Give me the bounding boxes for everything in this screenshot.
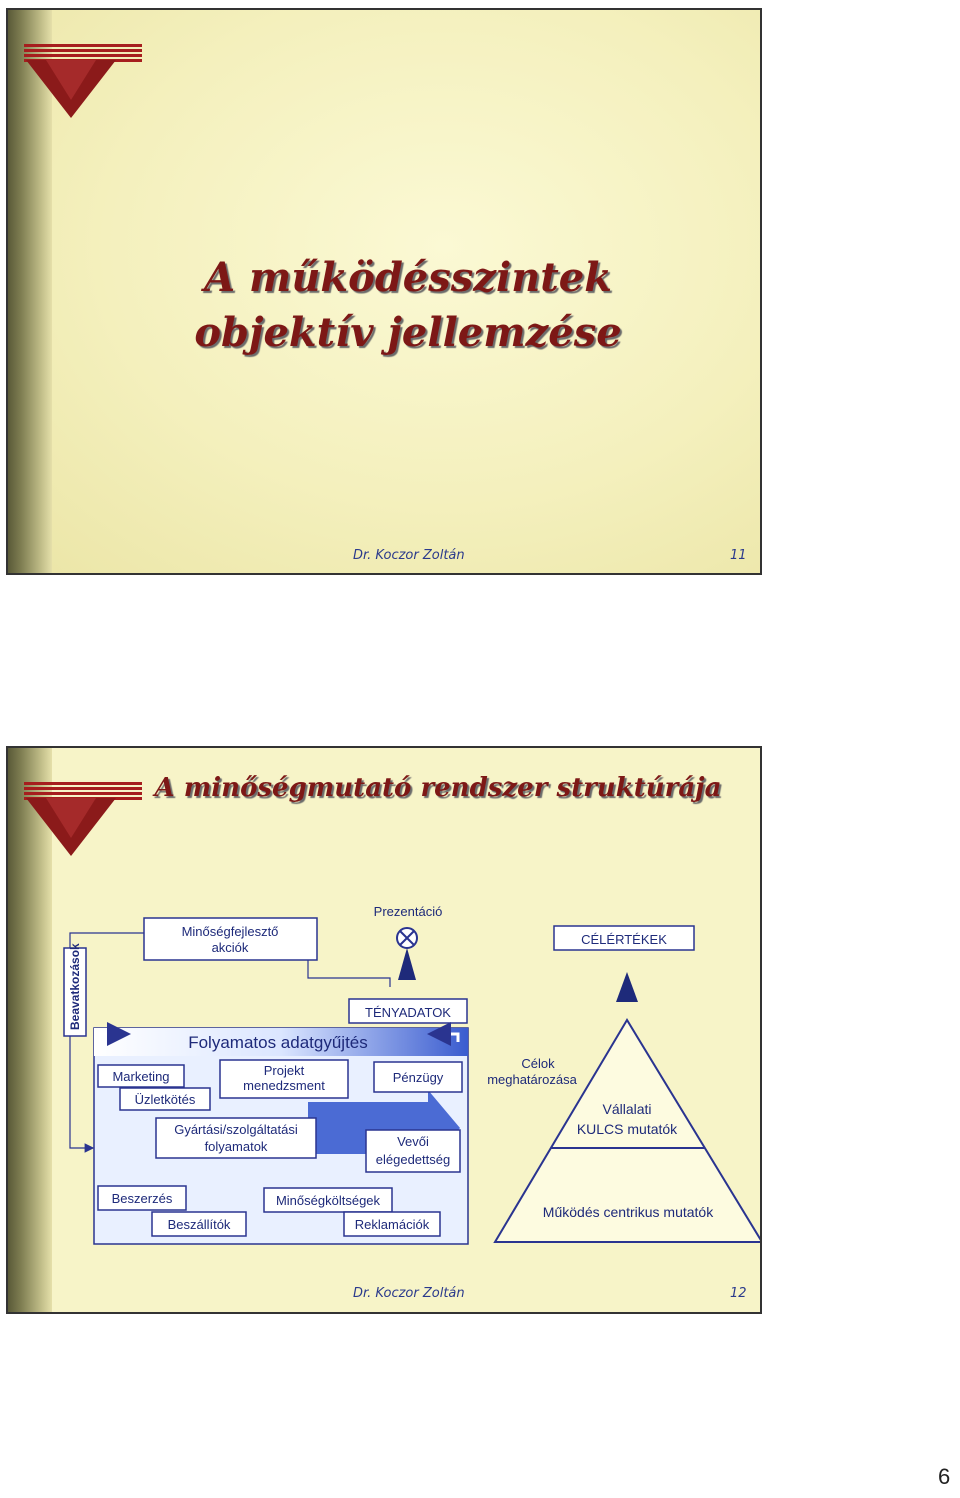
- celertekek-box: [553, 925, 695, 951]
- slide-12: A minőségmutató rendszer struktúrája Bea…: [6, 746, 762, 1314]
- celertekek-arrow-icon: [616, 972, 638, 1002]
- celertekek-label: CÉLÉRTÉKEK: [581, 932, 667, 947]
- reklamaciok-label: Reklamációk: [355, 1217, 430, 1232]
- marketing-box: [97, 1064, 185, 1088]
- beszallitok-box: [151, 1211, 247, 1237]
- beszerzes-box: [97, 1185, 187, 1211]
- page-number: 6: [938, 1464, 951, 1489]
- slide-number: 11: [730, 548, 747, 563]
- kpi-pyramid: [493, 1018, 760, 1243]
- slide-title: A működésszintek objektív jellemzése: [128, 250, 688, 360]
- minosegfejleszto-line1: Minőségfejlesztő: [182, 924, 279, 939]
- celok-line1: Célok: [521, 1056, 555, 1071]
- gyartasi-line1: Gyártási/szolgáltatási: [174, 1122, 298, 1137]
- vallalati-line2: KULCS mutatók: [577, 1121, 678, 1137]
- slide-title-line2: objektív jellemzése: [194, 309, 622, 356]
- uzletkotes-label: Üzletkötés: [135, 1092, 196, 1107]
- marketing-label: Marketing: [112, 1069, 169, 1084]
- side-stripe: [8, 10, 52, 573]
- celok-line2: meghatározása: [487, 1072, 577, 1087]
- reklamaciok-box: [343, 1211, 441, 1237]
- structure-diagram: Beavatkozások Minőségfejlesztő akciók Pr…: [63, 904, 760, 1245]
- beszerzes-label: Beszerzés: [112, 1191, 173, 1206]
- projekt-box: [219, 1059, 349, 1099]
- slide-title-line1: A működésszintek: [204, 254, 612, 301]
- tenyadatok-box: [348, 998, 468, 1024]
- beavatkozasok-box: [63, 947, 87, 1037]
- vevoi-line1: Vevői: [397, 1134, 429, 1149]
- prezentacio-arrow-icon: [398, 948, 416, 980]
- slide-author: Dr. Koczor Zoltán: [353, 548, 465, 563]
- minosegkoltsegek-box: [263, 1187, 393, 1213]
- decor-triangle: [26, 798, 116, 856]
- minosegfejleszto-box: [143, 917, 318, 961]
- slide-author: Dr. Koczor Zoltán: [353, 1286, 465, 1301]
- beavatkozasok-label: Beavatkozások: [68, 943, 82, 1030]
- decor-triangle: [26, 60, 116, 118]
- gyartasi-box: [155, 1117, 317, 1159]
- projekt-line1: Projekt: [264, 1063, 305, 1078]
- folyamatos-label: Folyamatos adatgyűjtés: [188, 1033, 368, 1052]
- tenyadatok-label: TÉNYADATOK: [365, 1005, 451, 1020]
- minosegfejleszto-line2: akciók: [212, 940, 249, 955]
- projekt-line2: menedzsment: [243, 1078, 325, 1093]
- prezentacio-label: Prezentáció: [374, 904, 443, 919]
- uzletkotes-box: [119, 1087, 211, 1111]
- mukodes-label: Működés centrikus mutatók: [543, 1204, 714, 1220]
- penzugy-label: Pénzügy: [393, 1070, 444, 1085]
- slide-11: A működésszintek objektív jellemzése Dr.…: [6, 8, 762, 575]
- beszallitok-label: Beszállítók: [168, 1217, 231, 1232]
- vevoi-line2: elégedettség: [376, 1152, 450, 1167]
- minosegkoltsegek-label: Minőségköltségek: [276, 1193, 381, 1208]
- slide-number: 12: [730, 1286, 747, 1301]
- gyartasi-line2: folyamatok: [205, 1139, 268, 1154]
- side-stripe: [8, 748, 52, 1312]
- slide-title: A minőségmutató rendszer struktúrája: [154, 773, 722, 803]
- vallalati-line1: Vállalati: [602, 1101, 651, 1117]
- vevoi-box: [365, 1129, 461, 1173]
- penzugy-box: [373, 1061, 463, 1093]
